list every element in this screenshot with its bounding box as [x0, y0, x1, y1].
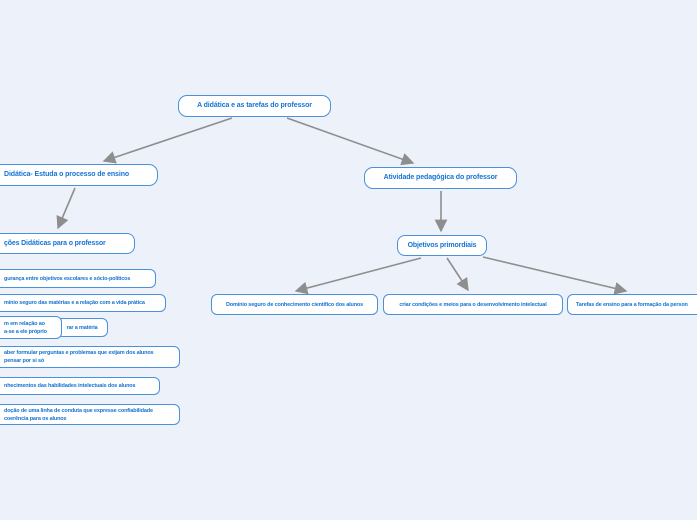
mindmap-node-perguntas[interactable]: aber formular perguntas e problemas que … — [0, 346, 180, 368]
connector-objetivos-dominio — [294, 257, 422, 295]
mindmap-node-tarefas-ensino[interactable]: Tarefas de ensino para a formação da per… — [567, 294, 697, 315]
connector-didatica-funcoes — [56, 187, 76, 230]
mindmap-node-funcoes-didaticas[interactable]: ções Didáticas para o professor — [0, 233, 135, 254]
mindmap-node-habilidades[interactable]: nhecimentos das habilidades intelectuais… — [0, 377, 160, 395]
mindmap-node-seguranca-objetivos[interactable]: gurança entre objetivos escolares e sóci… — [0, 269, 156, 288]
mindmap-node-materia[interactable]: rar a matéria — [56, 318, 108, 337]
mindmap-node-conduta[interactable]: doção de uma linha de conduta que expres… — [0, 404, 180, 425]
mindmap-node-atividade-pedagogica[interactable]: Atividade pedagógica do professor — [364, 167, 517, 189]
connector-root-atividade — [286, 117, 415, 166]
mindmap-node-dominio-conhecimento[interactable]: Domínio seguro de conhecimento científic… — [211, 294, 378, 315]
mindmap-node-didatica[interactable]: Didática- Estuda o processo de ensino — [0, 164, 158, 186]
mindmap-node-dominio-materias[interactable]: mínio seguro das matérias e a relação co… — [0, 294, 166, 312]
mindmap-node-criar-condicoes[interactable]: criar condições e meios para o desenvolv… — [383, 294, 563, 315]
connector-objetivos-condicoes — [446, 257, 469, 292]
mindmap-node-relacao[interactable]: m em relação ao a-se a ele próprio — [0, 316, 62, 339]
connector-root-didatica — [102, 117, 233, 164]
connector-objetivos-tarefas — [482, 256, 628, 295]
mindmap-node-objetivos-primordiais[interactable]: Objetivos primordiais — [397, 235, 487, 256]
mindmap-node-root[interactable]: A didática e as tarefas do professor — [178, 95, 331, 117]
